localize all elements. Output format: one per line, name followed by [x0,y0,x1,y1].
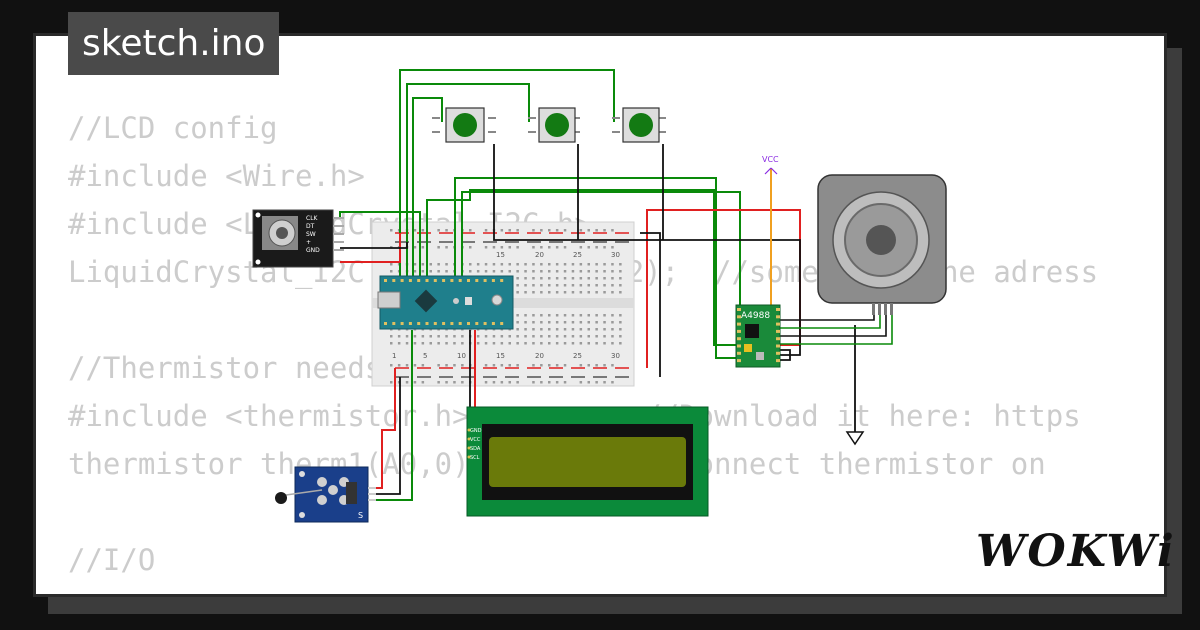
lcd-pin-sda: SDA [470,446,481,452]
lcd-pin-vcc: VCC [470,437,481,443]
push-button-1[interactable] [432,107,496,143]
bb-col-25: 25 [573,251,582,259]
sketch-filename-tag[interactable]: sketch.ino [68,12,280,75]
code-line: //Thermistor needs [68,351,383,385]
encoder-pin-dt: DT [306,223,315,230]
a4988-driver[interactable]: A4988 [735,304,781,368]
driver-pins [737,308,780,363]
stepper-wires [780,315,893,345]
bb-col-30: 30 [611,251,620,259]
encoder-pin-plus: + [306,239,311,246]
bb-col-20: 20 [535,251,544,259]
code-line: #include <thermistor.h> //Download it he… [68,399,1081,433]
arduino-nano[interactable] [377,275,514,330]
encoder-pin-sw: SW [306,231,316,238]
wokwi-logo: WOKWi [976,526,1176,577]
vcc-marker: VCC [762,155,779,175]
encoder-pin-clk: CLK [306,215,319,222]
thermistor-module[interactable]: S [275,466,376,523]
svg-text:30: 30 [611,352,620,360]
nano-pins [384,279,504,325]
code-line: //LCD config [68,111,278,145]
lcd-pin-scl: SCL [470,455,480,461]
svg-text:15: 15 [496,352,505,360]
stepper-motor[interactable] [817,174,947,315]
push-button-2[interactable] [528,107,580,143]
push-button-3[interactable] [612,107,666,143]
code-line: #include <Wire.h> [68,159,365,193]
bb-col-5: 5 [423,352,427,360]
svg-text:25: 25 [573,352,582,360]
lcd-display[interactable]: GND VCC SDA SCL [466,406,709,517]
svg-text:20: 20 [535,352,544,360]
a4988-label: A4988 [741,311,770,321]
green-wires [339,69,741,501]
black-wires [340,144,856,495]
thermistor-label: S [358,511,363,520]
ground-symbol [845,431,865,446]
rotary-encoder[interactable]: CLK DT SW + GND [252,209,344,268]
bb-col-10: 10 [457,352,466,360]
lcd-pin-gnd: GND [470,428,482,434]
bb-col-1: 1 [392,352,396,360]
bb-col-15: 15 [496,251,505,259]
vcc-label: VCC [762,155,779,164]
encoder-pin-gnd: GND [306,247,320,254]
code-line: //I/O [68,543,156,577]
